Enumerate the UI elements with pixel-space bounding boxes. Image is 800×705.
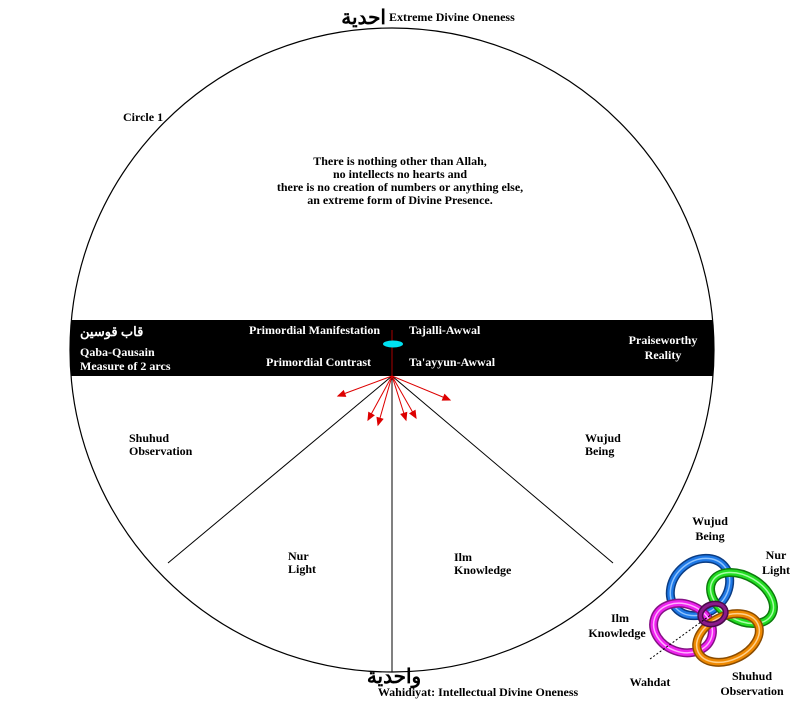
band-right-line2: Reality <box>645 348 682 362</box>
bottom-label: Wahidiyat: Intellectual Divine Oneness <box>378 685 579 699</box>
sector-shuhud-2: Observation <box>129 444 193 458</box>
statement-line-4: an extreme form of Divine Presence. <box>307 193 493 207</box>
tajalli-awwal: Tajalli-Awwal <box>409 323 481 337</box>
knot-ilm-1: Ilm <box>611 611 629 625</box>
arrow-head <box>441 393 452 401</box>
ring-center <box>697 600 729 628</box>
bottom-arabic: واحدية <box>367 666 421 689</box>
sector-wujud-2: Being <box>585 444 614 458</box>
sector-shuhud-1: Shuhud <box>129 431 169 445</box>
arrow-head <box>336 389 347 397</box>
band-left-line2: Measure of 2 arcs <box>80 359 171 373</box>
center-ellipse <box>383 340 403 348</box>
band-left-arabic: قاب قوسين <box>80 324 143 340</box>
sector-nur-2: Light <box>288 562 316 576</box>
sector-line-right <box>391 375 614 564</box>
arrow-line <box>377 375 393 426</box>
statement-line-1: There is nothing other than Allah, <box>313 154 487 168</box>
arrow-head <box>400 411 408 422</box>
arrow-line <box>391 375 407 421</box>
statement-line-3: there is no creation of numbers or anyth… <box>277 180 523 194</box>
radiating-arrows <box>336 375 452 427</box>
wahdat-pointer <box>649 613 713 660</box>
top-label: Extreme Divine Oneness <box>389 10 515 24</box>
knot-shuhud-1: Shuhud <box>732 669 772 683</box>
band-left-line1: Qaba-Qausain <box>80 345 155 359</box>
sector-wujud-1: Wujud <box>585 431 621 445</box>
circle-label: Circle 1 <box>123 110 163 124</box>
arrow-head <box>367 411 375 422</box>
knot-graphic <box>649 553 778 667</box>
statement-line-2: no intellects no hearts and <box>333 167 467 181</box>
sector-nur-1: Nur <box>288 549 309 563</box>
arrow-line <box>391 375 451 401</box>
tayyun-awwal: Ta'ayyun-Awwal <box>409 355 496 369</box>
arrow-head <box>409 409 417 420</box>
ring-shuhud <box>692 609 764 667</box>
arrow-line <box>391 375 417 419</box>
sector-ilm-1: Ilm <box>454 550 472 564</box>
knot-nur-2: Light <box>762 563 790 577</box>
sector-line-left <box>167 375 393 564</box>
knot-shuhud-2: Observation <box>720 684 784 698</box>
primordial-manifestation: Primordial Manifestation <box>249 323 380 337</box>
primordial-contrast: Primordial Contrast <box>266 355 371 369</box>
knot-wujud-1: Wujud <box>692 514 728 528</box>
arrow-line <box>337 375 393 397</box>
sector-ilm-2: Knowledge <box>454 563 512 577</box>
ring-ilm <box>649 598 717 658</box>
arrow-line <box>367 375 393 421</box>
arrow-head <box>376 416 384 427</box>
band-right-line1: Praiseworthy <box>629 333 698 347</box>
knot-nur-1: Nur <box>766 548 787 562</box>
knot-wahdat: Wahdat <box>630 675 671 689</box>
top-arabic: احدية <box>341 7 386 29</box>
knot-wujud-2: Being <box>695 529 724 543</box>
knot-ilm-2: Knowledge <box>588 626 646 640</box>
